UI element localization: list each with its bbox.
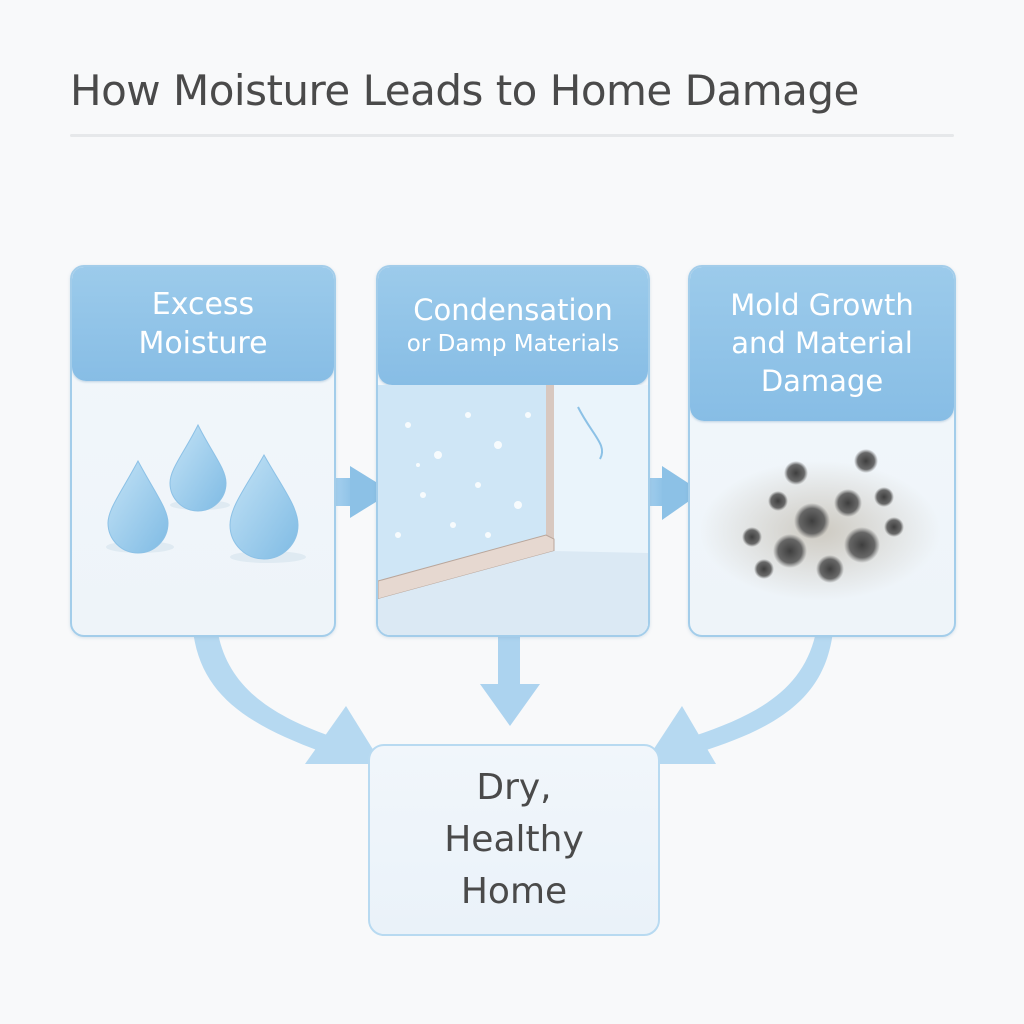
step-title-line: Excess (151, 287, 255, 322)
step-title-line: Damage (760, 363, 884, 398)
title-divider (70, 134, 954, 137)
water-drops-icon (72, 381, 334, 635)
step-header: Mold Growth and Material Damage (690, 267, 954, 421)
curved-arrow-icon (644, 620, 834, 764)
outcome-line: Home (460, 871, 568, 913)
step-title-line: or Damp Materials (406, 330, 620, 357)
step-header: Excess Moisture (72, 267, 334, 381)
arrow-down-icon (480, 636, 540, 726)
step-title-line: Moisture (138, 326, 268, 361)
condensation-window-icon (378, 385, 648, 635)
step-card-mold-growth: Mold Growth and Material Damage (688, 265, 956, 637)
mold-spots-icon (690, 421, 954, 635)
outcome-line: Dry, (476, 766, 552, 808)
step-header: Condensation or Damp Materials (378, 267, 648, 385)
step-card-condensation: Condensation or Damp Materials (376, 265, 650, 637)
step-card-excess-moisture: Excess Moisture (70, 265, 336, 637)
step-title-line: Mold Growth (730, 288, 914, 323)
page-title: How Moisture Leads to Home Damage (70, 66, 859, 115)
outcome-box: Dry, Healthy Home (368, 744, 660, 936)
step-title-line: and Material (731, 326, 913, 361)
outcome-line: Healthy (444, 818, 584, 860)
step-title-line: Condensation (413, 293, 613, 328)
curved-arrow-icon (192, 620, 382, 764)
